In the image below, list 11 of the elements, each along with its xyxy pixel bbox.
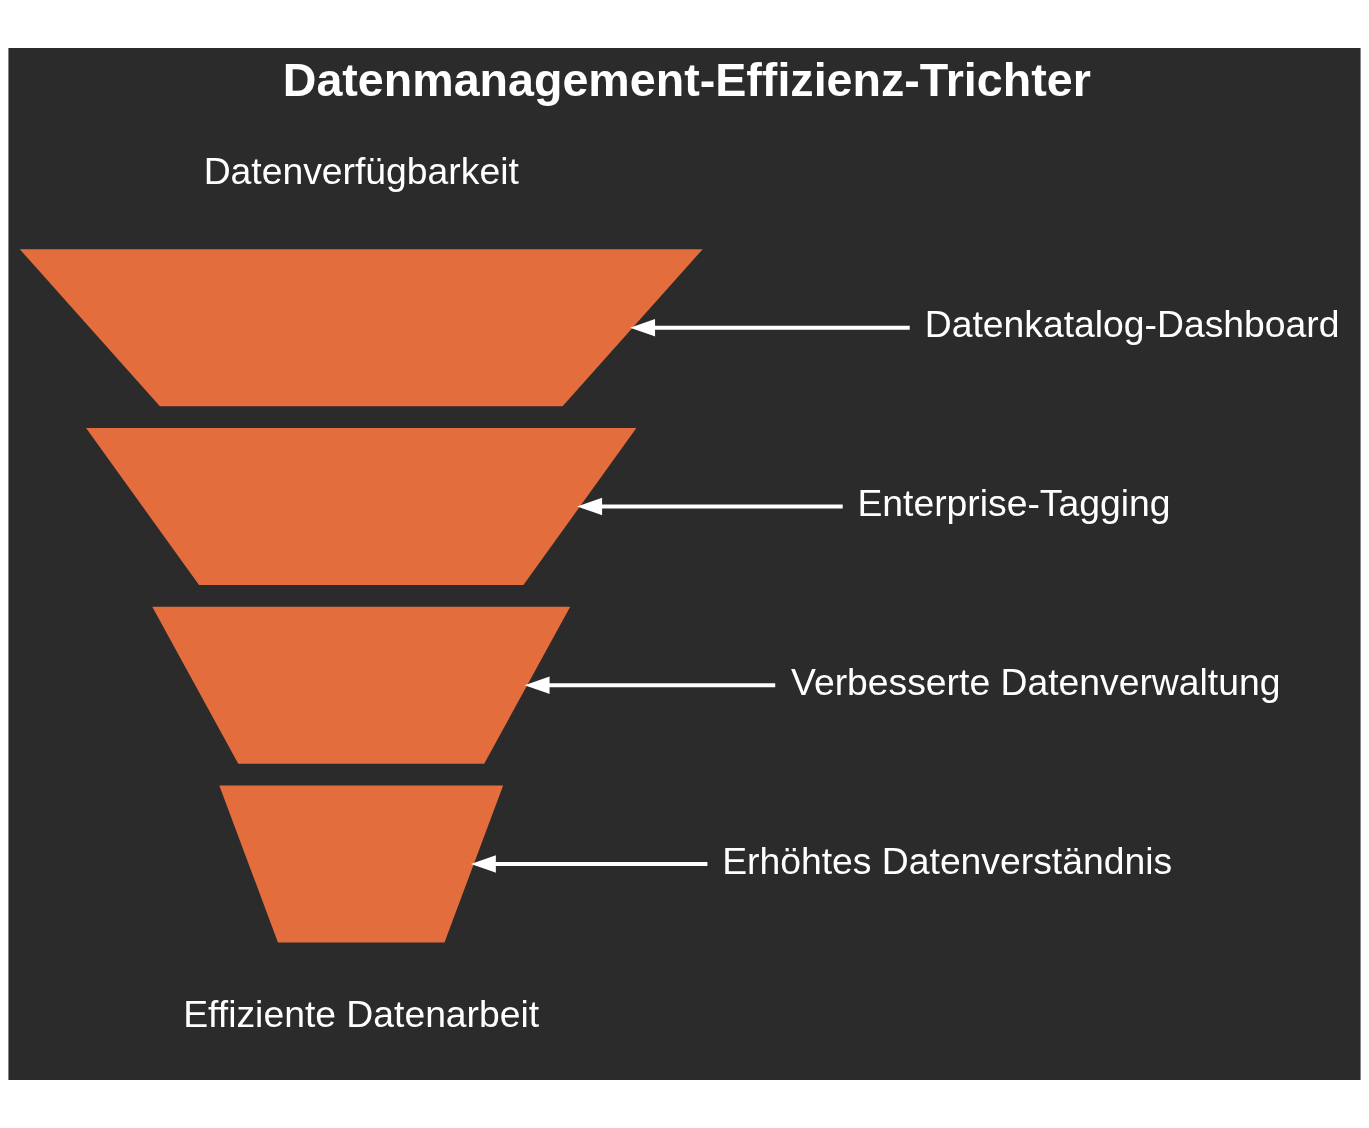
node-text: Datenkatalog-Dashboard	[924, 303, 1340, 346]
arrow	[470, 855, 708, 873]
node-text: Erhöhtes Datenverständnis	[722, 839, 1173, 882]
label: Effiziente Datenarbeit	[183, 993, 540, 1036]
node-text: Enterprise-Tagging	[857, 482, 1171, 525]
diagram-title: Datenmanagement-Effizienz-Trichter	[282, 54, 1091, 107]
arrow	[630, 319, 910, 337]
arrow	[524, 676, 776, 694]
arrow	[577, 497, 843, 516]
label: Datenverfügbarkeit	[203, 149, 519, 192]
node-text: Verbesserte Datenverwaltung	[791, 660, 1281, 703]
